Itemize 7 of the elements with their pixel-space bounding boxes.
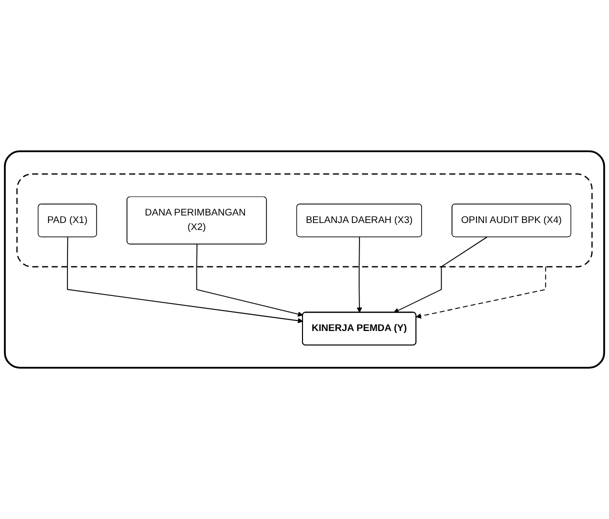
arrow [66, 236, 304, 324]
arrow [416, 266, 546, 319]
cluster [16, 173, 593, 268]
arrow [356, 236, 362, 313]
arrow [394, 236, 488, 313]
cluster [4, 150, 606, 369]
arrow [196, 244, 304, 317]
